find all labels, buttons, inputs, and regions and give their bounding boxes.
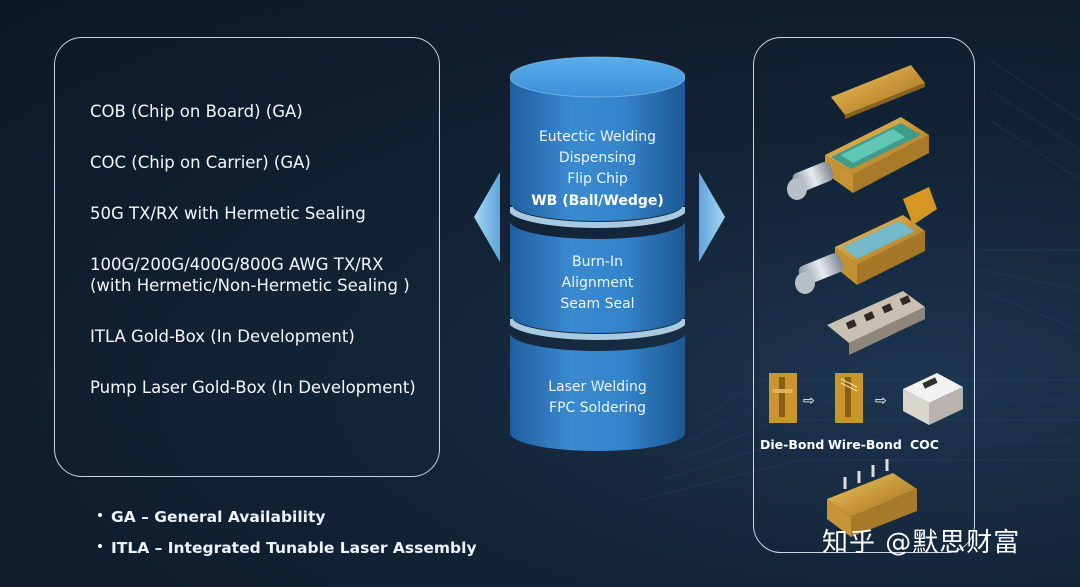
footnote-ga-text: GA – General Availability	[111, 508, 326, 526]
cob-submount	[827, 291, 925, 355]
capability-item-50g: 50G TX/RX with Hermetic Sealing	[90, 204, 366, 223]
flex-cable-package	[795, 187, 937, 294]
process-tier-1-wire-bonding: WB (Ball/Wedge)	[531, 193, 664, 209]
capability-item-cob: COB (Chip on Board) (GA)	[90, 102, 303, 121]
process-step-wire-bond: Wire-Bond	[828, 437, 902, 452]
arrow-left-icon	[474, 172, 500, 262]
product-illustrations: ⇨ ⇨	[769, 65, 963, 537]
capabilities-panel	[54, 37, 440, 477]
process-tier-3-steps: Laser Welding FPC Soldering	[548, 379, 647, 416]
hermetic-package	[787, 117, 929, 200]
capability-item-itla: ITLA Gold-Box (In Development)	[90, 327, 355, 346]
process-tier-1-steps: Eutectic Welding Dispensing Flip Chip	[538, 129, 657, 187]
bullet-icon	[98, 512, 102, 517]
process-step-coc: COC	[910, 437, 939, 452]
process-arrow-icon: ⇨	[803, 393, 815, 409]
watermark: 知乎 @默思财富	[822, 528, 1021, 558]
capability-item-awg: 100G/200G/400G/800G AWG TX/RX (with Herm…	[90, 255, 410, 295]
process-step-die-bond: Die-Bond	[760, 437, 825, 452]
arrow-right-icon	[699, 172, 725, 262]
footnote-ga: GA – General Availability	[98, 508, 326, 526]
process-tier-2-steps: Burn-In Alignment Seam Seal	[560, 254, 635, 312]
die-bond-chip	[769, 373, 797, 423]
wire-bond-chip	[835, 373, 863, 423]
footnote-itla: ITLA – Integrated Tunable Laser Assembly	[98, 539, 477, 557]
bullet-icon	[98, 543, 102, 548]
process-arrow-icon: ⇨	[875, 393, 887, 409]
gold-box-pins	[827, 459, 917, 537]
gold-lid-plate	[831, 65, 925, 119]
process-cylinder	[510, 56, 685, 451]
coc-block	[903, 373, 963, 425]
footnote-itla-text: ITLA – Integrated Tunable Laser Assembly	[111, 539, 477, 557]
products-panel	[753, 37, 975, 553]
capability-item-coc: COC (Chip on Carrier) (GA)	[90, 153, 311, 172]
capability-item-pump-laser: Pump Laser Gold-Box (In Development)	[90, 378, 416, 397]
